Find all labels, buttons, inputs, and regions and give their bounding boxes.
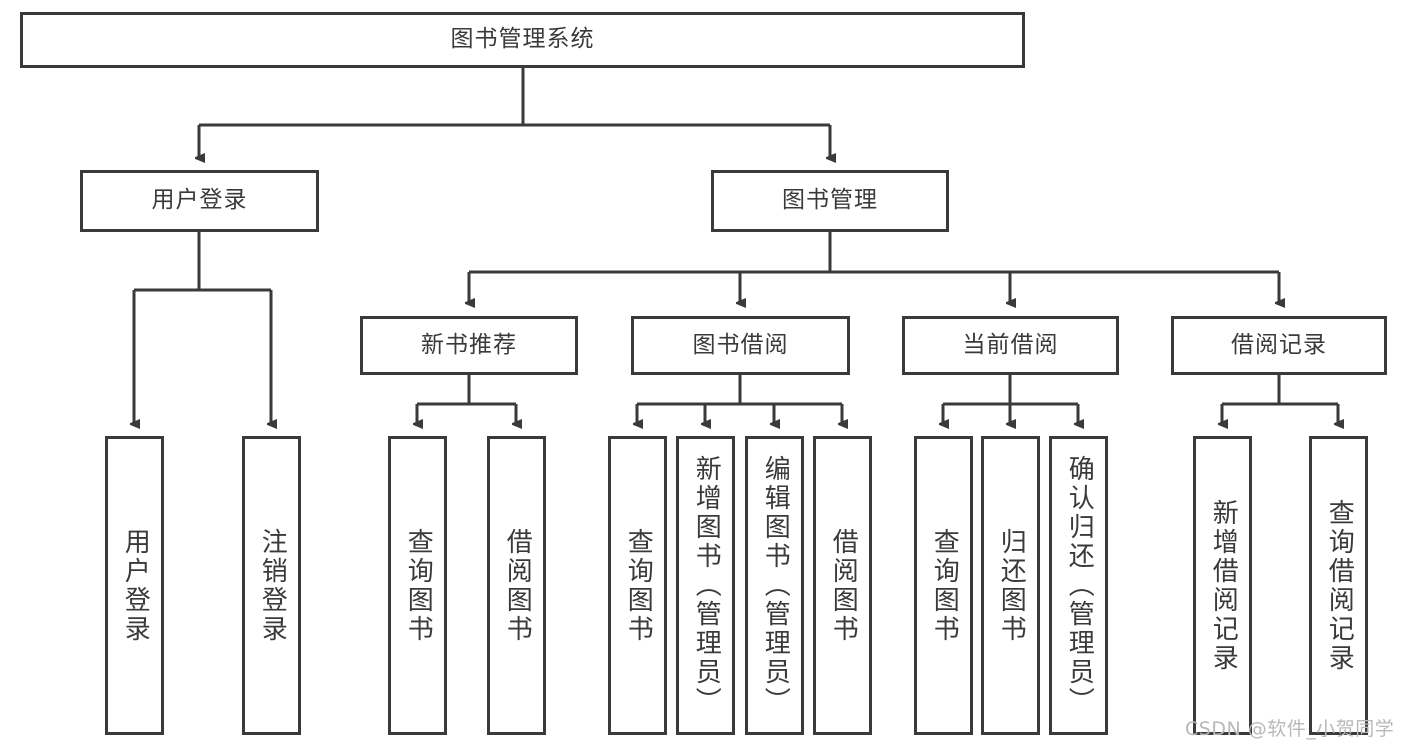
node-label: 借阅记录	[1231, 331, 1327, 358]
node-label: 确认归还（管理员）	[1064, 455, 1095, 716]
node-label: 注销登录	[257, 527, 288, 644]
leaf-current-confirm-return-admin[interactable]: 确认归还（管理员）	[1049, 436, 1108, 735]
node-label: 查询借阅记录	[1324, 498, 1355, 673]
node-label: 用户登录	[120, 527, 151, 644]
csdn-watermark: CSDN @软件_小贺同学	[1185, 718, 1395, 740]
node-label: 图书管理	[782, 187, 878, 214]
node-label: 新书推荐	[421, 331, 517, 358]
leaf-borrow-borrow-book[interactable]: 借阅图书	[813, 436, 872, 735]
node-current-borrow[interactable]: 当前借阅	[902, 316, 1119, 375]
node-label: 用户登录	[151, 187, 248, 214]
node-root-system[interactable]: 图书管理系统	[20, 12, 1025, 68]
node-label: 查询图书	[623, 527, 654, 644]
node-label: 图书借阅	[692, 331, 789, 358]
node-label: 查询图书	[403, 527, 434, 644]
leaf-user-login[interactable]: 用户登录	[105, 436, 164, 735]
leaf-borrow-edit-book-admin[interactable]: 编辑图书（管理员）	[745, 436, 804, 735]
node-label: 编辑图书（管理员）	[760, 455, 791, 716]
node-borrow-record[interactable]: 借阅记录	[1171, 316, 1387, 375]
leaf-recommend-borrow-book[interactable]: 借阅图书	[487, 436, 546, 735]
node-label: 查询图书	[929, 527, 960, 644]
node-label: 图书管理系统	[450, 26, 595, 53]
node-label: 借阅图书	[502, 527, 533, 644]
node-user-login[interactable]: 用户登录	[80, 170, 319, 232]
leaf-current-query-book[interactable]: 查询图书	[914, 436, 973, 735]
node-label: 借阅图书	[828, 527, 859, 644]
leaf-recommend-query-book[interactable]: 查询图书	[388, 436, 447, 735]
leaf-user-logout[interactable]: 注销登录	[242, 436, 301, 735]
node-new-book-recommend[interactable]: 新书推荐	[360, 316, 578, 375]
leaf-borrow-add-book-admin[interactable]: 新增图书（管理员）	[676, 436, 735, 735]
leaf-record-query-record[interactable]: 查询借阅记录	[1309, 436, 1368, 735]
node-label: 新增借阅记录	[1208, 498, 1239, 673]
node-book-management[interactable]: 图书管理	[711, 170, 949, 232]
node-label: 归还图书	[996, 527, 1027, 644]
leaf-current-return-book[interactable]: 归还图书	[981, 436, 1040, 735]
node-label: 新增图书（管理员）	[691, 455, 722, 716]
node-book-borrow[interactable]: 图书借阅	[631, 316, 850, 375]
leaf-record-add-record[interactable]: 新增借阅记录	[1193, 436, 1252, 735]
leaf-borrow-query-book[interactable]: 查询图书	[608, 436, 667, 735]
node-label: 当前借阅	[962, 331, 1059, 358]
